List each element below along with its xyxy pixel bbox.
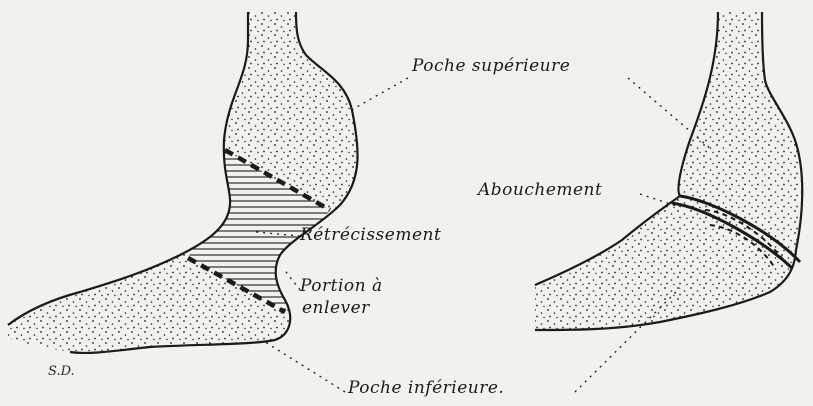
right-stomach [535, 12, 802, 330]
leader-poche-inf-left [262, 340, 345, 392]
label-poche-superieure: Poche supérieure [412, 56, 570, 76]
label-retrecissement: Rétrécissement [300, 225, 441, 245]
label-abouchement: Abouchement [478, 180, 602, 200]
signature: S.D. [48, 364, 75, 379]
label-portion-a-enlever-1: Portion à [300, 276, 383, 296]
label-portion-a-enlever-2: enlever [302, 298, 370, 318]
label-poche-inferieure: Poche inférieure. [348, 378, 504, 398]
leader-portion [283, 268, 300, 290]
leader-poche-sup-left [348, 78, 408, 112]
